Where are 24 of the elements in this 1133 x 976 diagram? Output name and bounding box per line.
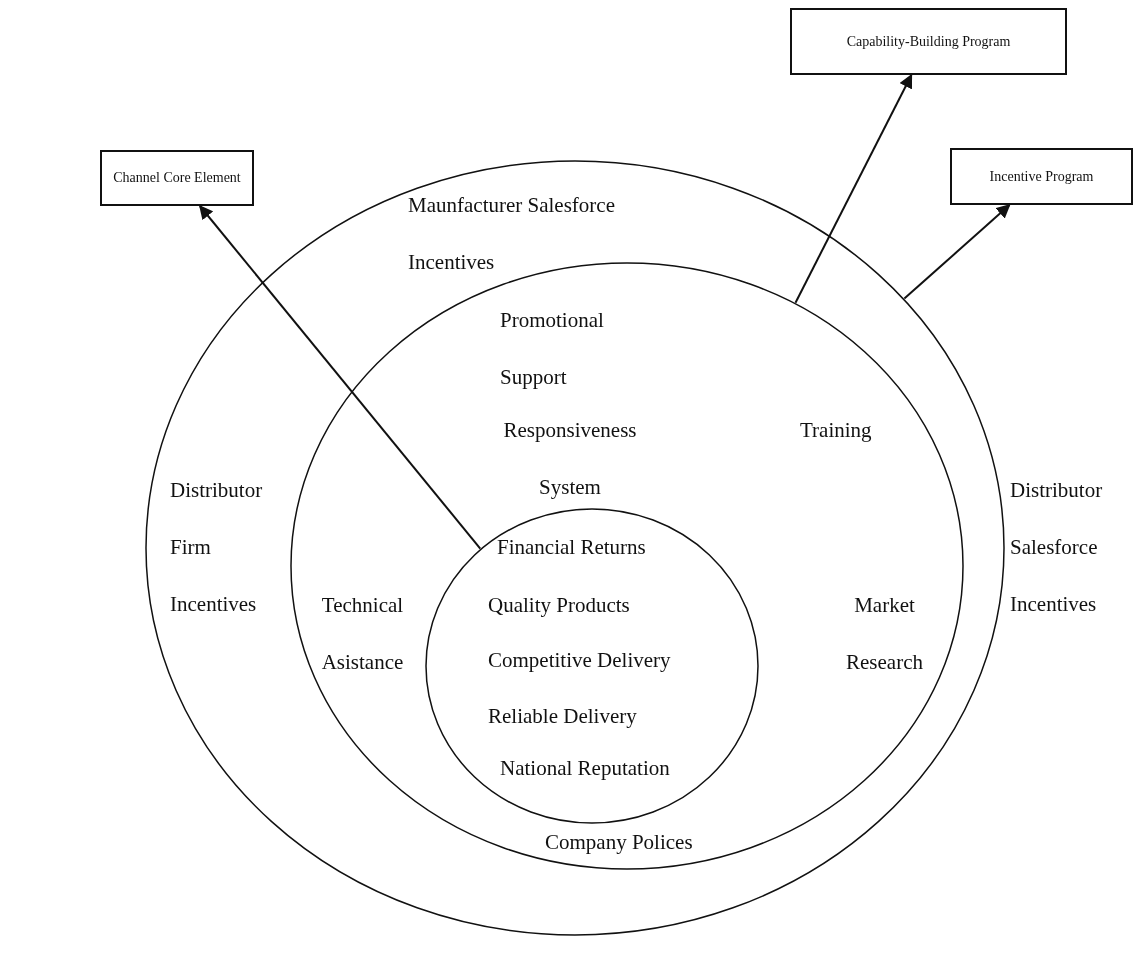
region-label: Maunfacturer Salesforce Incentives (408, 192, 616, 276)
label-box (790, 8, 1067, 75)
arrow (903, 204, 1011, 300)
arrow (794, 73, 913, 304)
region-label: Competitive Delivery (488, 647, 672, 674)
region-label: Promotional Support (500, 307, 605, 391)
region-label: Distributor Salesforce Incentives (1010, 477, 1104, 618)
region-label: National Reputation (500, 755, 671, 782)
region-label: Company Polices (545, 829, 694, 856)
region-label: Reliable Delivery (488, 703, 638, 730)
region-label: Technical Asistance (320, 592, 405, 676)
region-label: Market Research (845, 592, 924, 676)
region-label: Responsiveness System (502, 417, 638, 501)
box-label: Channel Core Element (113, 170, 241, 186)
box-label: Capability-Building Program (846, 33, 1011, 50)
region-label: Distributor Firm Incentives (170, 477, 264, 618)
region-label: Training (800, 417, 873, 444)
box-label: Incentive Program (989, 168, 1094, 185)
label-box (950, 148, 1133, 205)
arrow (198, 204, 482, 550)
region-label: Quality Products (488, 592, 631, 619)
label-box (100, 150, 254, 206)
inner-ellipse (425, 508, 759, 824)
region-label: Financial Returns (497, 534, 647, 561)
